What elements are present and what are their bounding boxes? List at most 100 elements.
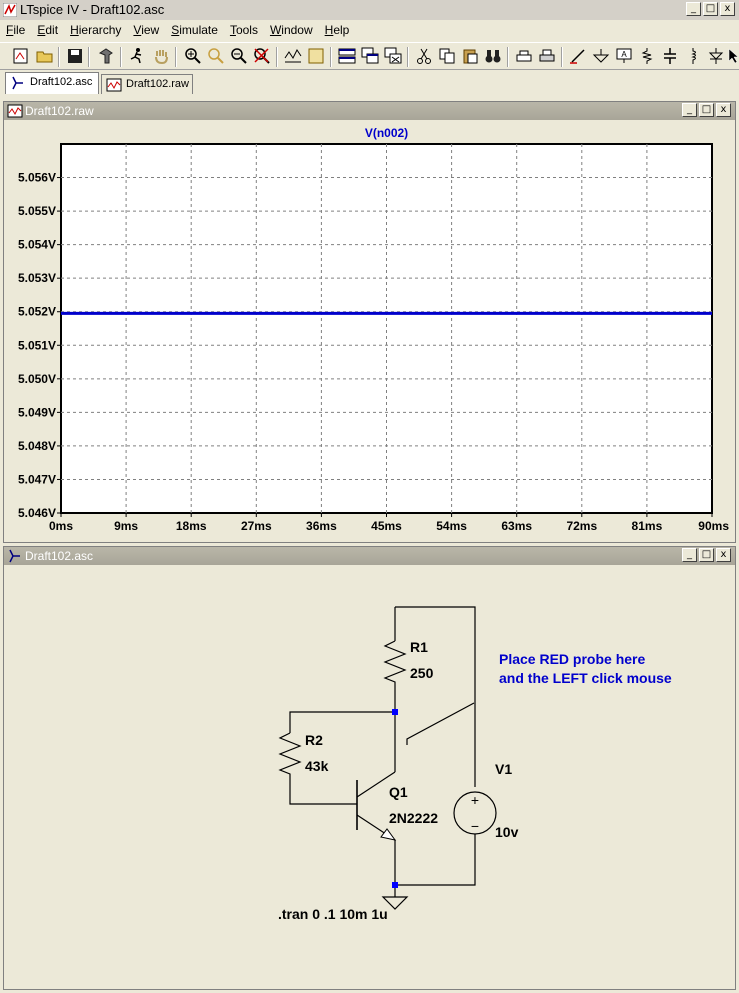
waveform-chart[interactable]: 5.046V5.047V5.048V5.049V5.050V5.051V5.05…	[4, 120, 735, 542]
tab-draft102-asc[interactable]: Draft102.asc	[5, 72, 99, 94]
menu-help[interactable]: Help	[324, 23, 350, 37]
schematic-drawing[interactable]: + − R1 250 R2 43k Q1 2N2222 V1 10v Place…	[4, 565, 735, 989]
run-icon[interactable]	[128, 47, 146, 65]
inductor-icon[interactable]	[684, 47, 702, 65]
r1-name[interactable]: R1	[410, 639, 428, 655]
waveform-minimize-button[interactable]: _	[682, 103, 697, 117]
fft-icon[interactable]	[307, 47, 325, 65]
y-tick-label: 5.051V	[18, 338, 56, 352]
y-tick-label: 5.049V	[18, 405, 56, 419]
resistor-r2[interactable]	[278, 732, 357, 805]
r2-name[interactable]: R2	[305, 732, 323, 748]
spice-directive[interactable]: .tran 0 .1 10m 1u	[278, 906, 388, 922]
q1-value[interactable]: 2N2222	[389, 810, 438, 826]
x-tick-label: 63ms	[501, 519, 532, 533]
node-junction[interactable]	[392, 709, 398, 715]
new-schematic-icon[interactable]	[12, 47, 30, 65]
zoom-fit-icon[interactable]	[207, 47, 225, 65]
schematic-canvas[interactable]: + − R1 250 R2 43k Q1 2N2222 V1 10v Place…	[4, 565, 735, 989]
app-title: LTspice IV - Draft102.asc	[20, 2, 165, 17]
zoom-cancel-icon[interactable]	[253, 47, 271, 65]
schematic-window-titlebar[interactable]: Draft102.asc _ □ x	[4, 547, 735, 565]
waveform-window[interactable]: Draft102.raw _ □ x 5.046V 5.047V 5.048V 5.0…	[3, 101, 736, 543]
transistor-q1-collector[interactable]	[356, 771, 396, 798]
menu-bar: File Edit Hierarchy View Simulate Tools …	[0, 20, 739, 40]
menu-simulate[interactable]: Simulate	[171, 23, 218, 37]
print-icon[interactable]	[538, 47, 556, 65]
menu-file[interactable]: File	[6, 23, 26, 37]
open-folder-icon[interactable]	[36, 47, 54, 65]
schematic-minimize-button[interactable]: _	[682, 548, 697, 562]
waveform-window-title: Draft102.raw	[25, 104, 94, 118]
menu-view[interactable]: View	[133, 23, 160, 37]
print-setup-icon[interactable]	[515, 47, 533, 65]
paste-icon[interactable]	[461, 47, 479, 65]
r2-value[interactable]: 43k	[305, 758, 329, 774]
autorange-icon[interactable]	[284, 47, 302, 65]
copy-icon[interactable]	[438, 47, 456, 65]
y-tick-label: 5.053V	[18, 271, 56, 285]
resistor-r1[interactable]	[383, 640, 407, 712]
waveform-maximize-button[interactable]: □	[699, 103, 714, 117]
app-titlebar[interactable]: LTspice IV - Draft102.asc _ □ x	[0, 0, 739, 20]
menu-hierarchy[interactable]: Hierarchy	[70, 23, 122, 37]
pan-hand-icon[interactable]	[152, 47, 170, 65]
draw-wire-icon[interactable]	[569, 47, 587, 65]
control-panel-icon[interactable]	[97, 47, 115, 65]
menu-window[interactable]: Window	[269, 23, 313, 37]
wire-top[interactable]	[395, 606, 476, 787]
zoom-in-icon[interactable]	[184, 47, 202, 65]
y-tick-label: 5.047V	[18, 472, 56, 486]
waveform-close-button[interactable]: x	[716, 103, 731, 117]
x-tick-label: 54ms	[436, 519, 467, 533]
y-tick-label: 5.048V	[18, 439, 56, 453]
ground-icon[interactable]	[592, 47, 610, 65]
svg-text:A: A	[621, 50, 627, 59]
minimize-button[interactable]: _	[686, 2, 701, 16]
v1-value[interactable]: 10v	[495, 824, 519, 840]
annotation-pointer-line	[406, 702, 475, 745]
cascade-icon[interactable]	[361, 47, 379, 65]
capacitor-icon[interactable]	[661, 47, 679, 65]
schematic-close-button[interactable]: x	[716, 548, 731, 562]
q1-name[interactable]: Q1	[389, 784, 408, 800]
r1-value[interactable]: 250	[410, 665, 434, 681]
document-tabstrip: Draft102.asc Draft102.raw	[0, 72, 739, 96]
x-tick-label: 18ms	[176, 519, 207, 533]
maximize-button[interactable]: □	[703, 2, 718, 16]
ltspice-app-icon	[3, 3, 17, 17]
schematic-maximize-button[interactable]: □	[699, 548, 714, 562]
close-button[interactable]: x	[720, 2, 735, 16]
y-tick-label: 5.054V	[18, 238, 56, 252]
x-tick-label: 90ms	[698, 519, 729, 533]
diode-icon[interactable]	[707, 47, 725, 65]
label-net-icon[interactable]: A	[615, 47, 633, 65]
cut-icon[interactable]	[415, 47, 433, 65]
v1-plus-sign: +	[471, 792, 479, 808]
tab-draft102-raw[interactable]: Draft102.raw	[101, 74, 193, 94]
y-tick-label: 5.046V	[18, 506, 56, 520]
schematic-window-title: Draft102.asc	[25, 549, 94, 563]
x-tick-label: 27ms	[241, 519, 272, 533]
wire-r2-top[interactable]	[289, 711, 395, 733]
annotation-text-line2[interactable]: and the LEFT click mouse	[499, 670, 672, 686]
find-binoculars-icon[interactable]	[484, 47, 502, 65]
node-junction[interactable]	[392, 882, 398, 888]
menu-tools[interactable]: Tools	[229, 23, 258, 37]
y-tick-label: 5.056V	[18, 171, 56, 185]
chart-title[interactable]: V(n002)	[365, 126, 408, 140]
waveform-icon	[7, 104, 23, 118]
close-windows-icon[interactable]	[384, 47, 402, 65]
wire-v1-bottom[interactable]	[395, 834, 476, 886]
v1-name[interactable]: V1	[495, 761, 512, 777]
schematic-window[interactable]: Draft102.asc _ □ x	[3, 546, 736, 990]
zoom-out-icon[interactable]	[230, 47, 248, 65]
annotation-text-line1[interactable]: Place RED probe here	[499, 651, 645, 667]
menu-edit[interactable]: Edit	[37, 23, 59, 37]
waveform-window-titlebar[interactable]: Draft102.raw _ □ x	[4, 102, 735, 120]
waveform-icon	[106, 78, 122, 92]
save-icon[interactable]	[66, 47, 84, 65]
resistor-icon[interactable]	[638, 47, 656, 65]
tile-horizontal-icon[interactable]	[338, 47, 356, 65]
